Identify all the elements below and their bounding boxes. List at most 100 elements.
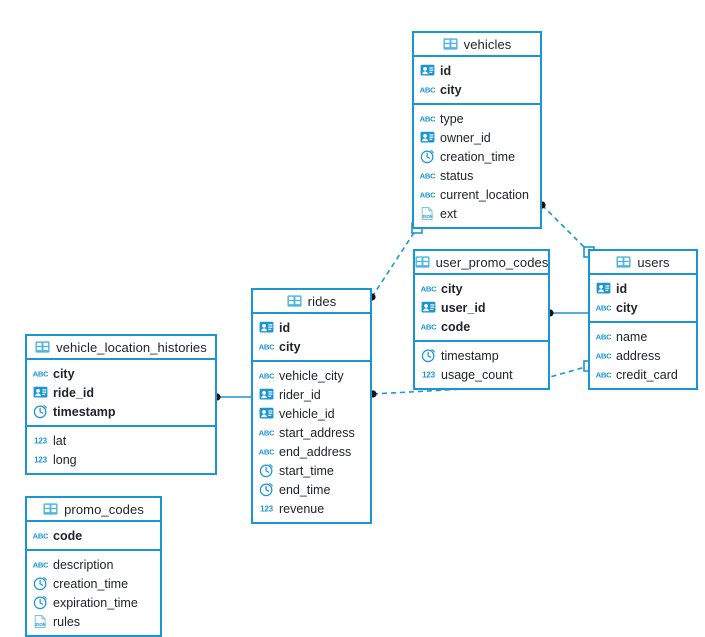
svg-text:ABC: ABC [259, 448, 274, 457]
field-row[interactable]: creation_time [414, 147, 540, 166]
field-label: end_address [279, 444, 352, 459]
field-label: revenue [279, 501, 325, 516]
table-header-user_promo_codes[interactable]: user_promo_codes [415, 251, 548, 275]
table-header-users[interactable]: users [590, 251, 696, 275]
abc-text-icon: ABC [420, 187, 437, 202]
table-grid-icon [43, 502, 58, 517]
clock-icon [259, 482, 274, 497]
field-row[interactable]: 123 revenue [253, 499, 370, 518]
id-card-icon [420, 130, 435, 145]
clock-icon [420, 149, 435, 164]
field-label: lat [53, 433, 67, 448]
table-header-vehicle_location_histories[interactable]: vehicle_location_histories [27, 336, 215, 360]
svg-text:ABC: ABC [420, 172, 435, 181]
edge-user-promo-codes-to-users [546, 309, 588, 317]
table-header-vehicles[interactable]: vehicles [414, 33, 540, 57]
abc-text-icon: ABC [420, 168, 437, 183]
field-row[interactable]: rider_id [253, 385, 370, 404]
svg-text:ABC: ABC [421, 285, 436, 294]
field-row[interactable]: timestamp [415, 346, 548, 365]
svg-text:ABC: ABC [259, 372, 274, 381]
field-label: city [440, 82, 462, 97]
table-title: rides [307, 293, 337, 309]
primary-key-row[interactable]: timestamp [27, 402, 215, 421]
table-header-promo_codes[interactable]: promo_codes [27, 498, 160, 522]
svg-text:ABC: ABC [420, 86, 435, 95]
table-title: vehicle_location_histories [56, 339, 207, 355]
field-label: id [279, 320, 291, 335]
abc-text-icon: ABC [421, 319, 438, 334]
primary-key-row[interactable]: ABC city [415, 279, 548, 298]
field-row[interactable]: owner_id [414, 128, 540, 147]
table-title: users [637, 254, 670, 270]
svg-text:ABC: ABC [420, 115, 435, 124]
edge-vehicle-location-histories-to-rides [213, 393, 251, 401]
field-label: owner_id [440, 130, 491, 145]
table-header-rides[interactable]: rides [253, 290, 370, 314]
field-label: creation_time [440, 149, 516, 164]
svg-text:ABC: ABC [259, 343, 274, 352]
primary-key-row[interactable]: ABC city [414, 80, 540, 99]
abc-text-icon: ABC [596, 300, 613, 315]
field-row[interactable]: expiration_time [27, 593, 160, 612]
field-row[interactable]: vehicle_id [253, 404, 370, 423]
primary-key-row[interactable]: id [253, 318, 370, 337]
primary-key-row[interactable]: id [414, 61, 540, 80]
number-123-icon: 123 [259, 501, 274, 516]
field-row[interactable]: creation_time [27, 574, 160, 593]
id-card-icon [259, 406, 274, 421]
primary-key-row[interactable]: user_id [415, 298, 548, 317]
field-row[interactable]: end_time [253, 480, 370, 499]
field-label: status [440, 168, 474, 183]
primary-key-row[interactable]: ride_id [27, 383, 215, 402]
field-row[interactable]: ABC status [414, 166, 540, 185]
id-card-icon [259, 320, 274, 335]
field-label: timestamp [441, 348, 499, 363]
field-label: creation_time [53, 576, 129, 591]
id-card-icon [33, 385, 48, 400]
abc-text-icon: ABC [259, 425, 276, 440]
field-row[interactable]: ABC end_address [253, 442, 370, 461]
field-row[interactable]: start_time [253, 461, 370, 480]
abc-text-icon: ABC [596, 348, 613, 363]
table-title: promo_codes [64, 501, 144, 517]
field-label: city [441, 281, 463, 296]
table-grid-icon [443, 37, 458, 52]
field-label: rider_id [279, 387, 321, 402]
abc-text-icon: ABC [420, 111, 437, 126]
svg-text:ABC: ABC [596, 304, 611, 313]
svg-text:ABC: ABC [596, 333, 611, 342]
primary-key-row[interactable]: id [590, 279, 696, 298]
